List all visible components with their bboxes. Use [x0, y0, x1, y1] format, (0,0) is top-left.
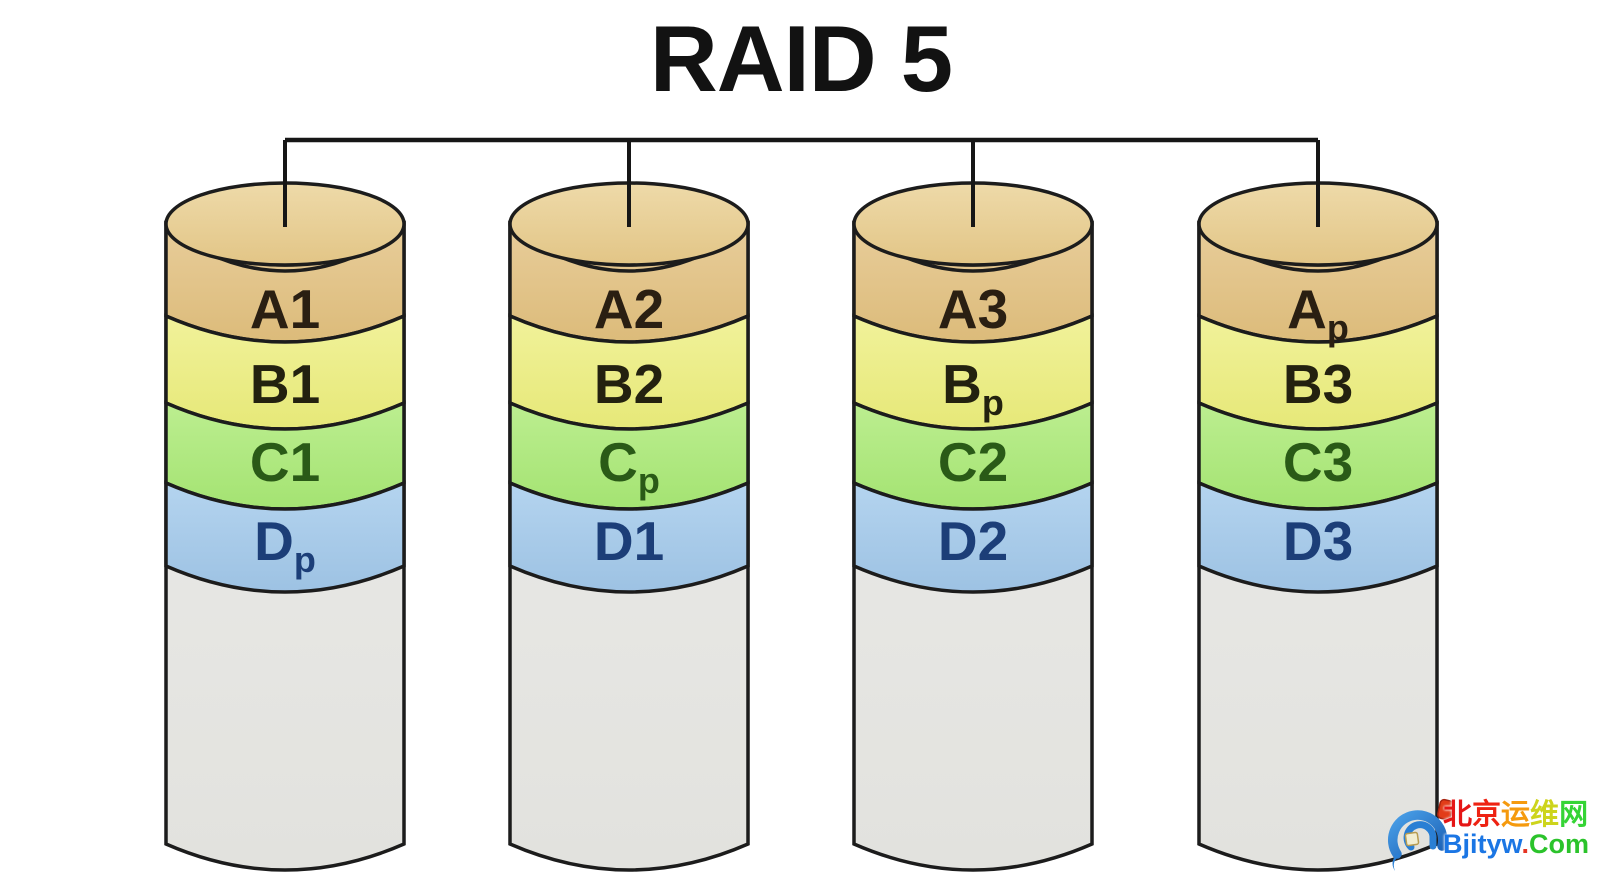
watermark-text-part: .	[1521, 829, 1530, 860]
watermark-char: 维	[1530, 799, 1560, 831]
watermark-char: 京	[1472, 799, 1502, 831]
stripe-block-band	[164, 480, 406, 594]
block-label-B2: B2	[594, 353, 664, 415]
block-label-Ap: Ap	[1287, 278, 1349, 348]
watermark-char: 网	[1559, 799, 1589, 831]
block-label-D1: D1	[594, 510, 664, 572]
watermark-char: 运	[1501, 799, 1531, 831]
watermark-logo-icon	[1388, 798, 1454, 871]
block-label-C3: C3	[1283, 431, 1353, 493]
block-label-A1: A1	[250, 278, 320, 340]
stripe-block-band	[508, 480, 750, 594]
watermark-text-part: Com	[1529, 829, 1590, 860]
block-label-B3: B3	[1283, 353, 1353, 415]
block-label-D2: D2	[938, 510, 1008, 572]
site-watermark: 北京运维网 Bjityw.Com	[1383, 786, 1589, 872]
watermark-text-part: Bjityw	[1443, 829, 1522, 860]
block-label-B1: B1	[250, 353, 320, 415]
watermark-domain: Bjityw.Com	[1443, 830, 1589, 858]
block-label-Cp: Cp	[598, 431, 660, 501]
block-label-C1: C1	[250, 431, 320, 493]
stripe-block-band	[1197, 480, 1439, 594]
block-label-Bp: Bp	[942, 353, 1004, 423]
block-label-Dp: Dp	[254, 510, 316, 580]
watermark-site-name: 北京运维网	[1443, 800, 1589, 830]
diagram-title: RAID 5	[649, 6, 953, 111]
block-label-C2: C2	[938, 431, 1008, 493]
block-label-A3: A3	[938, 278, 1008, 340]
stripe-block-band	[852, 480, 1094, 594]
block-label-D3: D3	[1283, 510, 1353, 572]
block-label-A2: A2	[594, 278, 664, 340]
watermark-char: 北	[1443, 799, 1473, 831]
